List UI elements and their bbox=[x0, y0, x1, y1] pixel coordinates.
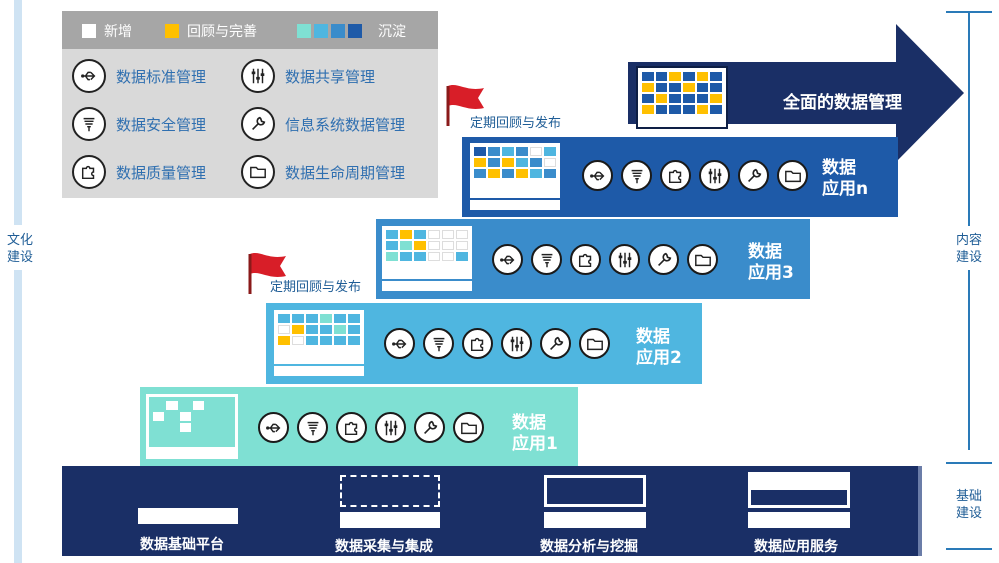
foundation-collection-label: 数据采集与集成 bbox=[335, 539, 433, 555]
puzzle-icon bbox=[660, 160, 691, 191]
step-3-label: 数据 应用3 bbox=[748, 242, 794, 283]
wrench-icon bbox=[540, 328, 571, 359]
wrench-icon bbox=[738, 160, 769, 191]
step-2-icons bbox=[384, 328, 610, 359]
legend-settle-swatch-3 bbox=[331, 24, 345, 38]
sliders-icon bbox=[501, 328, 532, 359]
content-construction-label: 内容 建设 bbox=[955, 233, 982, 265]
puzzle-icon bbox=[462, 328, 493, 359]
screen-stand bbox=[146, 447, 238, 459]
foundation-platform-label: 数据基础平台 bbox=[140, 537, 224, 553]
capability-security: 数据安全管理 bbox=[72, 107, 206, 141]
foundation-service-graphic bbox=[748, 472, 850, 490]
right-axis-cap-bottom bbox=[946, 548, 992, 550]
step-3-screen bbox=[382, 226, 472, 291]
usb-icon bbox=[384, 328, 415, 359]
top-arrow bbox=[628, 24, 964, 162]
screen-stand bbox=[274, 364, 364, 376]
shield-icon bbox=[72, 107, 106, 141]
legend-header bbox=[62, 11, 438, 49]
foundation-service-label: 数据应用服务 bbox=[754, 539, 838, 555]
top-arrow-screen bbox=[636, 66, 728, 129]
foundation-analysis-graphic bbox=[544, 475, 646, 507]
shield-icon bbox=[423, 328, 454, 359]
top-arrow-screen-grid bbox=[642, 72, 722, 114]
screen-stand bbox=[382, 279, 472, 291]
puzzle-icon bbox=[72, 155, 106, 189]
puzzle-icon bbox=[336, 412, 367, 443]
capability-system: 信息系统数据管理 bbox=[241, 107, 405, 141]
legend-new-label: 新增 bbox=[104, 24, 132, 40]
foundation-analysis-label: 数据分析与挖掘 bbox=[540, 539, 638, 555]
base-construction-label: 基础 建设 bbox=[955, 489, 982, 521]
folder-icon bbox=[579, 328, 610, 359]
folder-icon bbox=[241, 155, 275, 189]
capability-quality: 数据质量管理 bbox=[72, 155, 206, 189]
usb-icon bbox=[72, 59, 106, 93]
sliders-icon bbox=[609, 244, 640, 275]
left-axis-label: 文化 建设 bbox=[6, 233, 33, 265]
capability-label: 数据共享管理 bbox=[285, 67, 376, 86]
sliders-icon bbox=[375, 412, 406, 443]
legend-new-swatch bbox=[82, 24, 96, 38]
foundation-collection-graphic bbox=[340, 475, 440, 507]
foundation-collection-base bbox=[340, 512, 440, 528]
foundation-service-base bbox=[748, 512, 850, 528]
legend-settle-swatch-1 bbox=[297, 24, 311, 38]
capability-label: 数据生命周期管理 bbox=[285, 163, 406, 182]
step-2-label: 数据 应用2 bbox=[636, 327, 682, 368]
step-3-icons bbox=[492, 244, 718, 275]
shield-icon bbox=[297, 412, 328, 443]
capability-standard: 数据标准管理 bbox=[72, 59, 206, 93]
folder-icon bbox=[777, 160, 808, 191]
right-axis-cap-mid bbox=[946, 462, 992, 464]
wrench-icon bbox=[241, 107, 275, 141]
step-2-screen bbox=[274, 310, 364, 376]
flag-icon bbox=[446, 85, 484, 126]
puzzle-icon bbox=[570, 244, 601, 275]
capability-share: 数据共享管理 bbox=[241, 59, 375, 93]
top-arrow-label: 全面的数据管理 bbox=[783, 93, 902, 113]
folder-icon bbox=[453, 412, 484, 443]
folder-icon bbox=[687, 244, 718, 275]
legend-review-swatch bbox=[165, 24, 179, 38]
wrench-icon bbox=[414, 412, 445, 443]
capability-lifecycle: 数据生命周期管理 bbox=[241, 155, 405, 189]
foundation-service-frame bbox=[748, 490, 850, 508]
usb-icon bbox=[492, 244, 523, 275]
flag-label-upper: 定期回顾与发布 bbox=[470, 116, 562, 131]
usb-icon bbox=[258, 412, 289, 443]
shield-icon bbox=[531, 244, 562, 275]
sliders-icon bbox=[699, 160, 730, 191]
sliders-icon bbox=[241, 59, 275, 93]
legend-settle-label: 沉淀 bbox=[378, 24, 406, 40]
legend-review-label: 回顾与完善 bbox=[187, 24, 257, 40]
step-n-label: 数据 应用n bbox=[822, 158, 869, 199]
foundation-platform-graphic bbox=[138, 508, 238, 524]
legend-settle-swatch-2 bbox=[314, 24, 328, 38]
legend-settle-swatch-4 bbox=[348, 24, 362, 38]
step-1-icons bbox=[258, 412, 484, 443]
screen-stand bbox=[470, 198, 560, 210]
step-1-screen bbox=[146, 394, 238, 459]
wrench-icon bbox=[648, 244, 679, 275]
flag-icon bbox=[248, 253, 286, 294]
capability-label: 数据质量管理 bbox=[116, 163, 207, 182]
left-axis-bar-bottom bbox=[14, 270, 22, 563]
left-axis-bar-top bbox=[14, 0, 22, 225]
step-n-screen bbox=[470, 143, 560, 210]
capability-label: 信息系统数据管理 bbox=[285, 115, 406, 134]
right-axis-line-1 bbox=[968, 11, 970, 226]
right-axis-line-2 bbox=[968, 270, 970, 450]
shield-icon bbox=[621, 160, 652, 191]
flag-label-lower: 定期回顾与发布 bbox=[270, 280, 362, 295]
capability-label: 数据标准管理 bbox=[116, 67, 207, 86]
foundation-analysis-base bbox=[544, 512, 646, 528]
step-n-icons bbox=[582, 160, 808, 191]
legend-settle-swatches bbox=[297, 24, 362, 38]
capability-label: 数据安全管理 bbox=[116, 115, 207, 134]
step-1-label: 数据 应用1 bbox=[512, 413, 558, 454]
usb-icon bbox=[582, 160, 613, 191]
